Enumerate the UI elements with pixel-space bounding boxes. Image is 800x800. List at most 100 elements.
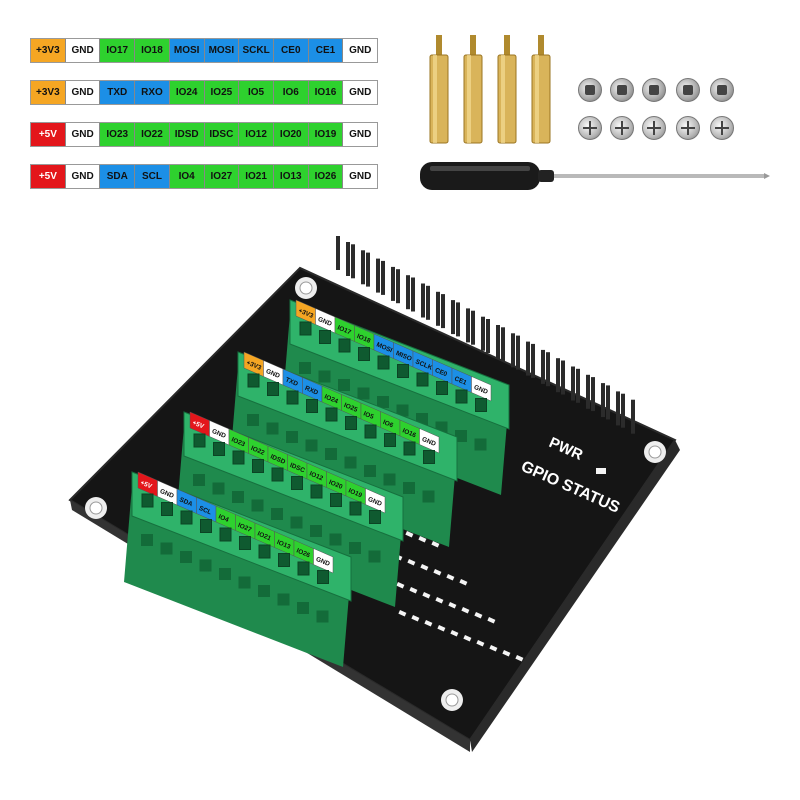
terminal-screw-slot[interactable]: [200, 519, 212, 533]
terminal-screw-slot[interactable]: [141, 493, 154, 508]
terminal-wire-entry[interactable]: [286, 431, 298, 443]
terminal-screw-slot[interactable]: [219, 527, 232, 542]
legend-cell: IO20: [273, 123, 309, 146]
terminal-wire-entry[interactable]: [277, 593, 290, 606]
terminal-wire-entry[interactable]: [344, 456, 357, 469]
terminal-wire-entry[interactable]: [141, 534, 153, 546]
terminal-wire-entry[interactable]: [318, 370, 331, 383]
terminal-screw-slot[interactable]: [267, 382, 279, 396]
terminal-screw-slot[interactable]: [330, 493, 342, 507]
terminal-screw-slot[interactable]: [252, 459, 264, 473]
terminal-screw-slot[interactable]: [193, 433, 206, 448]
terminal-screw-slot[interactable]: [416, 372, 429, 387]
terminal-wire-entry[interactable]: [357, 387, 370, 400]
terminal-screw-slot[interactable]: [377, 355, 390, 370]
terminal-screw-slot[interactable]: [319, 330, 331, 344]
terminal-screw-slot[interactable]: [271, 467, 284, 482]
terminal-wire-entry[interactable]: [193, 474, 205, 486]
terminal-screw-slot[interactable]: [278, 553, 290, 567]
terminal-wire-entry[interactable]: [258, 585, 270, 597]
terminal-screw-slot[interactable]: [475, 398, 487, 412]
terminal-wire-entry[interactable]: [325, 448, 337, 460]
terminal-wire-entry[interactable]: [455, 430, 467, 442]
mounting-hole: [441, 689, 463, 711]
legend-cell: SCL: [135, 165, 170, 188]
terminal-wire-entry[interactable]: [247, 414, 259, 426]
terminal-wire-entry[interactable]: [251, 499, 264, 512]
terminal-wire-entry[interactable]: [474, 438, 487, 451]
terminal-wire-entry[interactable]: [160, 542, 173, 555]
terminal-wire-entry[interactable]: [338, 379, 350, 391]
header-pin: [336, 236, 340, 270]
terminal-wire-entry[interactable]: [368, 550, 381, 563]
terminal-wire-entry[interactable]: [316, 610, 329, 623]
terminal-screw-slot[interactable]: [310, 484, 323, 499]
terminal-screw-slot[interactable]: [213, 442, 225, 456]
terminal-screw-slot[interactable]: [258, 544, 271, 559]
terminal-wire-entry[interactable]: [299, 362, 311, 374]
terminal-wire-entry[interactable]: [310, 525, 322, 537]
terminal-wire-entry[interactable]: [377, 396, 389, 408]
legend-cell: +3V3: [31, 81, 66, 104]
legend-cell: CE0: [273, 39, 309, 62]
legend-cell: IO16: [308, 81, 344, 104]
terminal-wire-entry[interactable]: [396, 404, 409, 417]
terminal-screw-slot[interactable]: [338, 338, 351, 353]
terminal-wire-entry[interactable]: [403, 482, 415, 494]
terminal-wire-entry[interactable]: [180, 551, 192, 563]
terminal-wire-entry[interactable]: [219, 568, 231, 580]
terminal-screw-slot[interactable]: [364, 424, 377, 439]
terminal-screw-slot[interactable]: [291, 476, 303, 490]
status-led: [459, 579, 468, 586]
terminal-screw-slot[interactable]: [358, 347, 370, 361]
terminal-screw-slot[interactable]: [403, 441, 416, 456]
terminal-screw-slot[interactable]: [397, 364, 409, 378]
header-pin: [391, 266, 395, 301]
terminal-screw-slot[interactable]: [180, 510, 193, 525]
legend-cell: IO19: [308, 123, 344, 146]
terminal-wire-entry[interactable]: [290, 516, 303, 529]
terminal-wire-entry[interactable]: [364, 465, 376, 477]
status-led: [407, 559, 416, 566]
header-pin: [481, 316, 485, 351]
terminal-wire-entry[interactable]: [212, 482, 225, 495]
terminal-screw-slot[interactable]: [317, 570, 329, 584]
terminal-screw-slot[interactable]: [286, 390, 299, 405]
terminal-wire-entry[interactable]: [329, 533, 342, 546]
header-pin: [471, 310, 475, 345]
status-led: [502, 650, 511, 657]
terminal-screw-slot[interactable]: [161, 502, 173, 516]
legend-cell: IO4: [169, 165, 205, 188]
terminal-wire-entry[interactable]: [383, 473, 396, 486]
legend-cell: IO25: [204, 81, 240, 104]
terminal-screw-slot[interactable]: [239, 536, 251, 550]
terminal-screw-slot[interactable]: [306, 399, 318, 413]
legend-cell: CE1: [308, 39, 344, 62]
terminal-screw-slot[interactable]: [436, 381, 448, 395]
terminal-wire-entry[interactable]: [232, 491, 244, 503]
terminal-screw-slot[interactable]: [384, 433, 396, 447]
terminal-wire-entry[interactable]: [305, 439, 318, 452]
terminal-screw-slot[interactable]: [455, 389, 468, 404]
terminal-wire-entry[interactable]: [266, 422, 279, 435]
terminal-wire-entry[interactable]: [422, 490, 435, 503]
legend-cell: +3V3: [31, 39, 66, 62]
status-led: [433, 568, 442, 576]
terminal-screw-slot[interactable]: [345, 416, 357, 430]
terminal-wire-entry[interactable]: [349, 542, 361, 554]
terminal-wire-entry[interactable]: [199, 559, 212, 572]
terminal-screw-slot[interactable]: [369, 510, 381, 524]
hex-nut-icon: [610, 78, 634, 102]
terminal-wire-entry[interactable]: [297, 602, 309, 614]
terminal-screw-slot[interactable]: [247, 373, 260, 388]
terminal-screw-slot[interactable]: [423, 450, 435, 464]
terminal-screw-slot[interactable]: [299, 321, 312, 336]
terminal-screw-slot[interactable]: [349, 501, 362, 516]
status-led: [463, 634, 472, 642]
terminal-wire-entry[interactable]: [271, 508, 283, 520]
terminal-screw-slot[interactable]: [297, 561, 310, 576]
terminal-wire-entry[interactable]: [238, 576, 251, 589]
terminal-screw-slot[interactable]: [232, 450, 245, 465]
terminal-screw-slot[interactable]: [325, 407, 338, 422]
